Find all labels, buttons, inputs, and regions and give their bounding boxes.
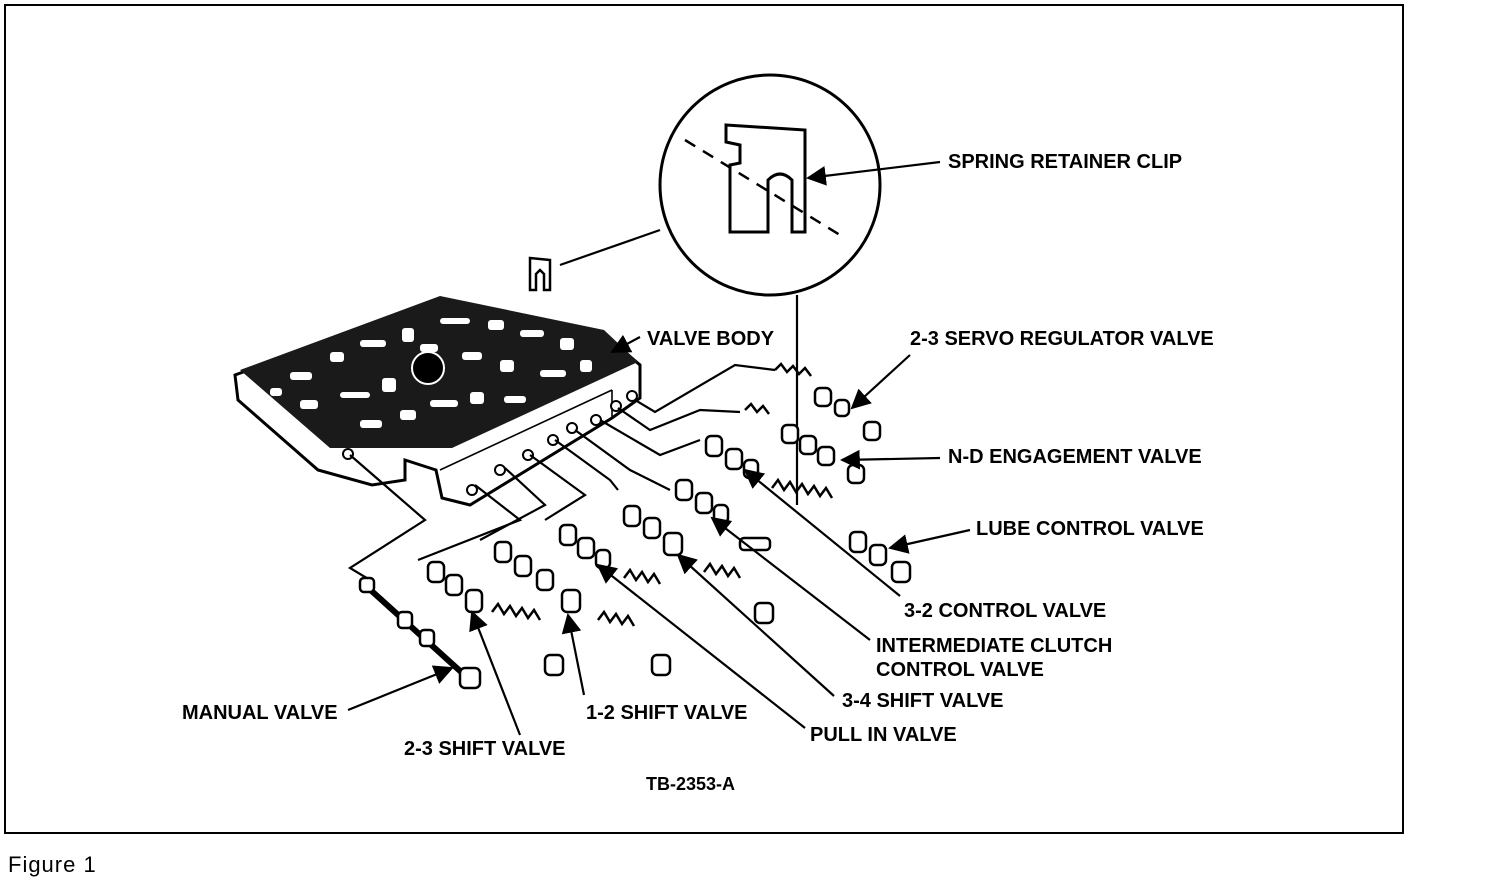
pull-in-valve-part bbox=[558, 523, 662, 585]
nd-engagement-valve-part bbox=[744, 402, 866, 485]
label-servo-regulator-valve: 2-3 SERVO REGULATOR VALVE bbox=[910, 328, 1214, 350]
label-valve-body: VALVE BODY bbox=[647, 328, 775, 350]
leader-lines bbox=[347, 160, 971, 736]
spring-clip-magnifier bbox=[559, 73, 882, 505]
spring-clip-small bbox=[528, 256, 552, 292]
label-control-valve-32: 3-2 CONTROL VALVE bbox=[904, 600, 1106, 622]
label-shift-valve-34: 3-4 SHIFT VALVE bbox=[842, 690, 1004, 712]
figure-caption: Figure 1 bbox=[8, 852, 97, 877]
valve-body-illustration bbox=[233, 296, 642, 507]
label-shift-valve-12: 1-2 SHIFT VALVE bbox=[586, 702, 748, 724]
shift-valve-12-part bbox=[493, 540, 672, 677]
label-nd-engagement-valve: N-D ENGAGEMENT VALVE bbox=[948, 446, 1202, 468]
bore-guide-lines bbox=[347, 363, 776, 581]
label-lube-control-valve: LUBE CONTROL VALVE bbox=[976, 518, 1204, 540]
manual-valve-part bbox=[358, 576, 482, 690]
label-intermediate-clutch-line2: CONTROL VALVE bbox=[876, 659, 1044, 681]
label-shift-valve-23: 2-3 SHIFT VALVE bbox=[404, 738, 566, 760]
shift-valve-34-part bbox=[622, 504, 775, 625]
shift-valve-23-part bbox=[426, 560, 565, 677]
intermediate-clutch-valve-part bbox=[674, 478, 772, 552]
label-spring-retainer-clip: SPRING RETAINER CLIP bbox=[948, 151, 1182, 173]
label-pull-in-valve: PULL IN VALVE bbox=[810, 724, 957, 746]
label-manual-valve: MANUAL VALVE bbox=[182, 702, 338, 724]
label-intermediate-clutch-line1: INTERMEDIATE CLUTCH bbox=[876, 635, 1112, 657]
lube-control-valve-part bbox=[848, 530, 912, 584]
servo-regulator-valve-part bbox=[774, 362, 882, 442]
figure-frame bbox=[4, 4, 1404, 834]
figure-id: TB-2353-A bbox=[646, 774, 735, 794]
